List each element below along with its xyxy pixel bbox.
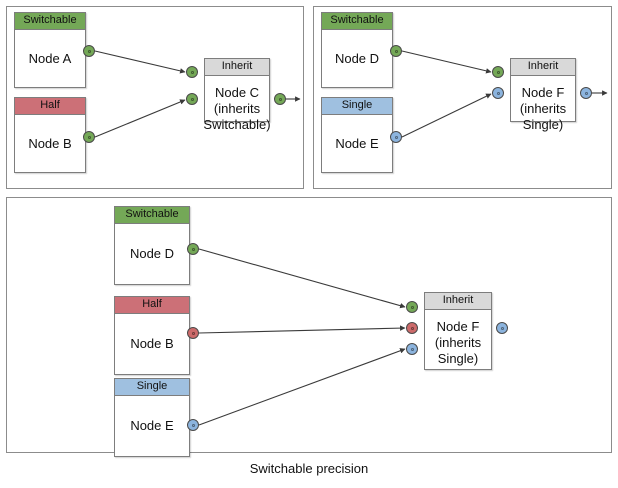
node-b-header: Half [15,98,85,115]
node-b-label: Node B [28,135,72,151]
panel-switchable-precision [6,197,612,453]
node-e-label: Node E [335,135,379,151]
node-c-header: Inherit [205,59,269,76]
node-f-box[interactable]: Inherit Node F (inherits Single) [510,58,576,132]
node-e2-output-port[interactable] [187,419,199,431]
node-a-label: Node A [28,50,72,66]
node-b2-body: Node B [115,314,189,374]
node-c-label-line1: Node C [214,85,260,100]
node-f-output-port[interactable] [580,87,592,99]
node-b2-header: Half [115,297,189,314]
node-b-output-port[interactable] [83,131,95,143]
node-f2-body: Node F (inherits Single) [425,310,491,369]
node-c-input-port-1[interactable] [186,66,198,78]
node-f-body: Node F (inherits Single) [511,76,575,132]
node-e-header: Single [322,98,392,115]
node-d-label: Node D [334,50,380,66]
node-d2-box[interactable]: Switchable Node D [114,206,190,285]
node-d2-label: Node D [129,246,175,261]
node-f-input-port-1[interactable] [492,66,504,78]
figure-caption: Switchable precision [249,461,369,476]
node-f-label-line1: Node F [521,85,565,100]
node-d2-body: Node D [115,224,189,284]
node-b2-output-port[interactable] [187,327,199,339]
node-c-output-port[interactable] [274,93,286,105]
node-c-label-line2: (inherits [213,101,261,116]
node-d-header: Switchable [322,13,392,30]
node-d2-header: Switchable [115,207,189,224]
node-c-box[interactable]: Inherit Node C (inherits Switchable) [203,58,271,132]
node-e2-box[interactable]: Single Node E [114,378,190,457]
node-e2-label: Node E [130,418,174,433]
node-e2-header: Single [115,379,189,396]
node-e2-body: Node E [115,396,189,456]
node-f2-output-port[interactable] [496,322,508,334]
node-b-box[interactable]: Half Node B [14,97,86,173]
node-a-header: Switchable [15,13,85,30]
node-a-body: Node A [15,30,85,87]
node-f-input-port-2[interactable] [492,87,504,99]
node-f2-label-line1: Node F [436,319,480,334]
node-f2-input-port-2[interactable] [406,322,418,334]
node-f2-input-port-3[interactable] [406,343,418,355]
node-f2-label-line2: (inherits [434,335,482,350]
node-e-box[interactable]: Single Node E [321,97,393,173]
node-f2-input-port-1[interactable] [406,301,418,313]
node-c-body: Node C (inherits Switchable) [203,76,270,132]
node-c-input-port-2[interactable] [186,93,198,105]
node-d-output-port[interactable] [390,45,402,57]
node-e-output-port[interactable] [390,131,402,143]
node-c-label-line3: Switchable) [203,117,271,132]
node-f2-label-line3: Single) [437,351,479,366]
node-d2-output-port[interactable] [187,243,199,255]
node-b2-box[interactable]: Half Node B [114,296,190,375]
node-d-body: Node D [322,30,392,87]
node-a-output-port[interactable] [83,45,95,57]
node-e-body: Node E [322,115,392,172]
node-f-header: Inherit [511,59,575,76]
node-f-label-line3: Single) [522,117,564,132]
node-f2-header: Inherit [425,293,491,310]
node-f2-box[interactable]: Inherit Node F (inherits Single) [424,292,492,370]
node-f-label-line2: (inherits [519,101,567,116]
node-b2-label: Node B [130,336,174,351]
node-b-body: Node B [15,115,85,172]
node-a-box[interactable]: Switchable Node A [14,12,86,88]
node-d-box[interactable]: Switchable Node D [321,12,393,88]
